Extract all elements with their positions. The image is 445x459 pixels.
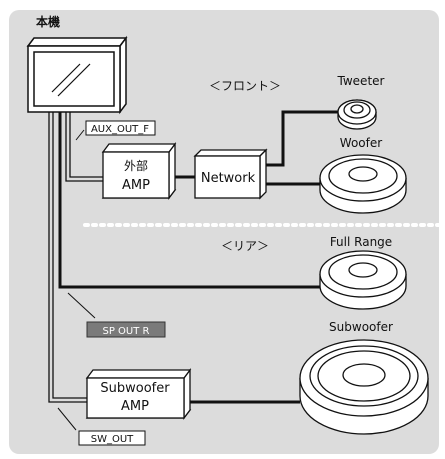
aux-out-f-tag: [85, 120, 156, 136]
sw-out-pointer: [57, 407, 77, 431]
network-box: [193, 148, 268, 200]
aux-out-f-cable: [65, 112, 103, 182]
sp-out-r-cable: [58, 112, 320, 289]
sp-out-r-label: SP OUT R: [103, 326, 150, 337]
aux-out-f-pointer: [75, 129, 85, 141]
subwoofer-label: Subwoofer: [329, 320, 393, 334]
sw-out-label: SW_OUT: [91, 434, 134, 445]
external-amp-label-line2: AMP: [122, 178, 150, 193]
external-amp-label-line1: 外部: [124, 158, 148, 173]
tweeter-speaker: [337, 99, 377, 130]
subwoofer-amp: [85, 368, 192, 420]
subwoofer-amp-label-line2: AMP: [121, 399, 149, 414]
network-to-tweeter-cable: [266, 110, 340, 167]
woofer-speaker: [319, 154, 407, 214]
network-label: Network: [201, 171, 256, 186]
aux-out-f-label: AUX_OUT_F: [91, 124, 149, 135]
sw-out-cable: [48, 112, 87, 403]
external-amp: [101, 142, 177, 200]
full-range-label: Full Range: [330, 235, 392, 249]
full-range-speaker: [319, 250, 407, 310]
subwoofer-speaker: [299, 339, 429, 435]
woofer-label: Woofer: [340, 136, 382, 150]
sp-out-r-tag: [86, 321, 166, 338]
head-unit-label: 本機: [36, 14, 60, 29]
head-unit: [26, 35, 128, 115]
sw-out-tag: [78, 430, 146, 446]
tweeter-label: Tweeter: [337, 74, 385, 88]
front-section-label: ＜フロント＞: [209, 79, 281, 93]
sp-out-r-pointer: [67, 292, 96, 319]
rear-section-label: ＜リア＞: [221, 239, 269, 253]
subwoofer-amp-label-line1: Subwoofer: [100, 381, 170, 396]
